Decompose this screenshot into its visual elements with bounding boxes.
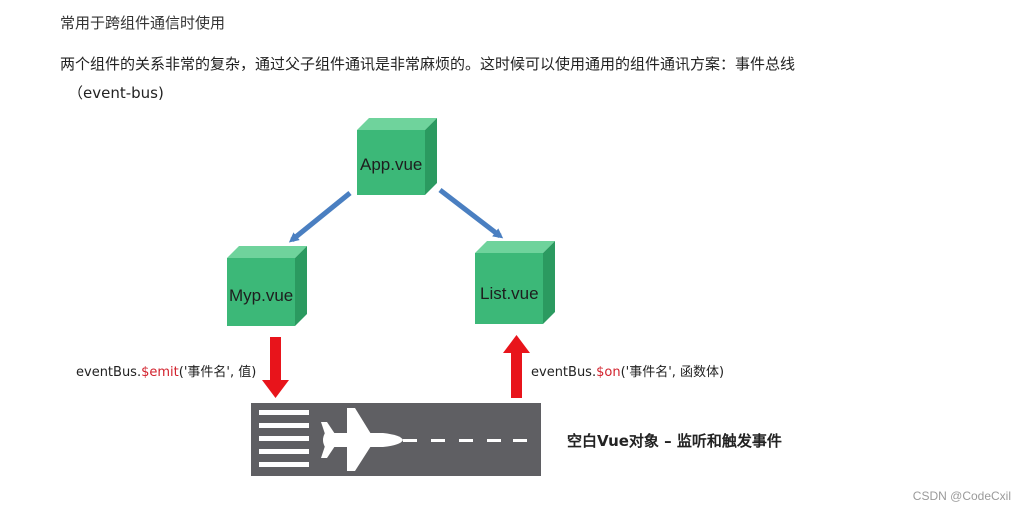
on-prefix: eventBus. <box>531 365 597 380</box>
airplane-icon <box>321 408 403 471</box>
cube-icon <box>475 241 555 324</box>
emit-method: $emit <box>141 365 179 380</box>
intro-paragraph: 两个组件的关系非常的复杂，通过父子组件通讯是非常麻烦的。这时候可以使用通用的组件… <box>60 50 960 108</box>
on-arrow <box>503 335 530 398</box>
runway-caption: 空白Vue对象 – 监听和触发事件 <box>567 432 782 450</box>
node-list-label: List.vue <box>480 284 539 303</box>
paragraph-line-2: （event-bus) <box>68 84 164 102</box>
emit-label: eventBus.$emit('事件名', 值) <box>76 361 256 380</box>
event-bus-runway <box>251 403 541 476</box>
on-args: ('事件名', 函数体) <box>620 365 725 380</box>
arrow-app-to-myp <box>288 191 352 243</box>
watermark: CSDN @CodeCxil <box>912 489 1011 503</box>
node-app-label: App.vue <box>360 155 423 174</box>
node-app-vue: App.vue <box>357 118 443 198</box>
emit-args: ('事件名', 值) <box>178 365 257 380</box>
section-heading: 常用于跨组件通信时使用 <box>60 14 226 32</box>
node-myp-label: Myp.vue <box>229 286 294 305</box>
runway-graphic <box>259 408 527 471</box>
paragraph-line-1: 两个组件的关系非常的复杂，通过父子组件通讯是非常麻烦的。这时候可以使用通用的组件… <box>60 55 796 73</box>
on-method: $on <box>596 365 621 380</box>
cube-icon <box>227 246 307 326</box>
node-myp-vue: Myp.vue <box>227 246 313 328</box>
emit-arrow <box>262 337 289 398</box>
on-label: eventBus.$on('事件名', 函数体) <box>531 361 724 380</box>
emit-prefix: eventBus. <box>76 365 142 380</box>
node-list-vue: List.vue <box>475 241 561 326</box>
arrow-app-to-list <box>438 188 504 239</box>
cube-icon <box>357 118 437 195</box>
